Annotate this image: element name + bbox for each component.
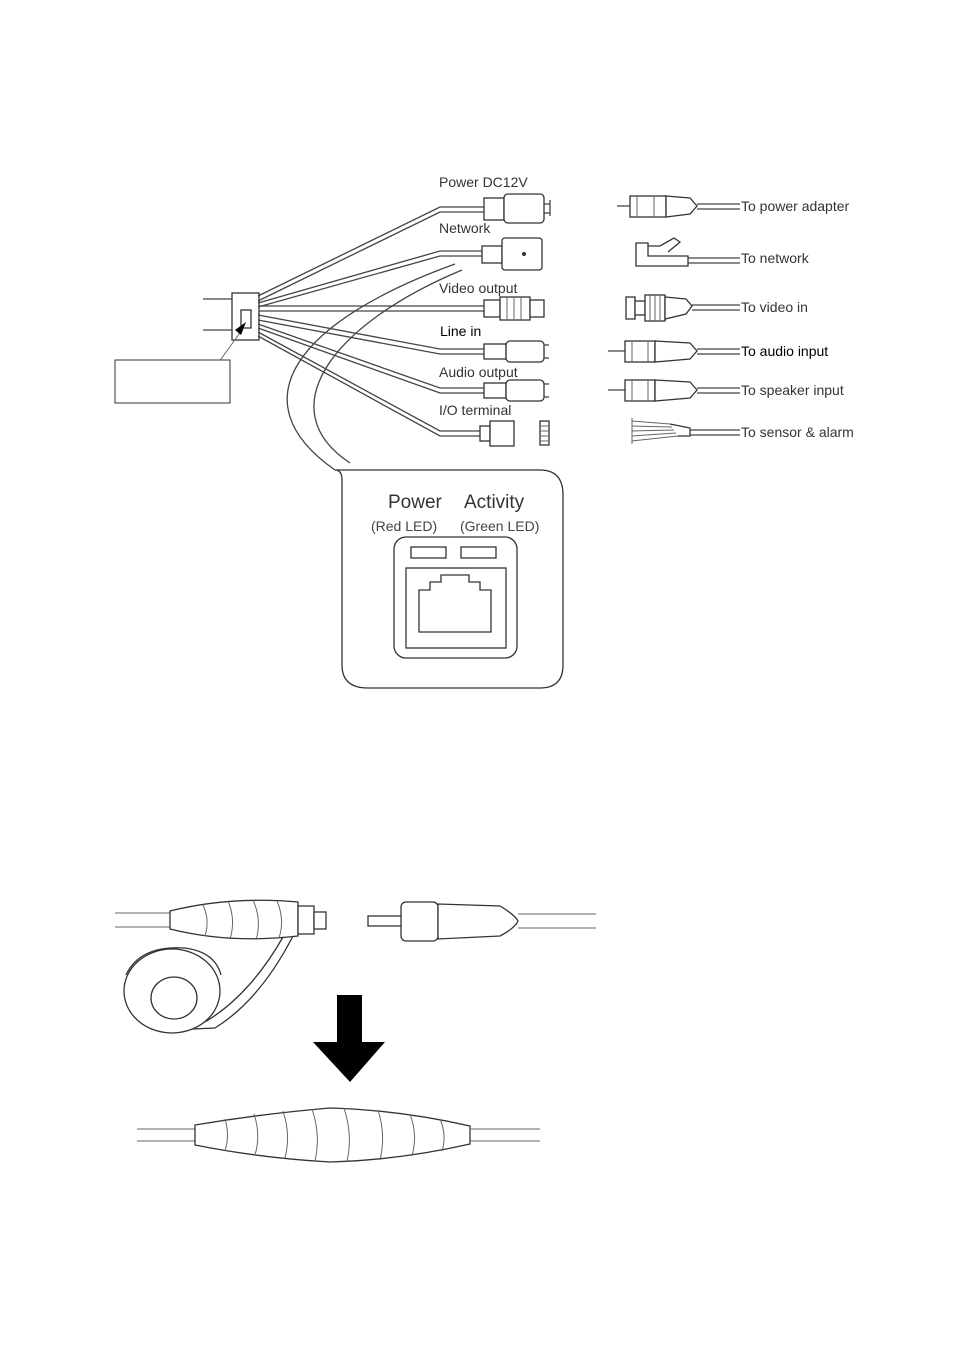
label-to-power-adapter: To power adapter bbox=[741, 198, 850, 214]
cable-harness: Power DC12V Network Video output Line in… bbox=[115, 174, 550, 470]
power-adapter-plug bbox=[617, 196, 740, 217]
io-terminal-connector bbox=[480, 421, 549, 446]
waterproof-wrap-diagram bbox=[115, 900, 596, 1162]
down-arrow-icon bbox=[313, 995, 385, 1082]
tape-roll-core bbox=[151, 977, 197, 1019]
rca-plug-right bbox=[368, 902, 596, 941]
label-network: Network bbox=[439, 220, 491, 236]
label-audio-output: Audio output bbox=[439, 364, 518, 380]
video-in-plug bbox=[626, 295, 740, 321]
label-to-speaker-input: To speaker input bbox=[741, 382, 844, 398]
label-io-terminal: I/O terminal bbox=[439, 402, 511, 418]
connector-tip bbox=[298, 906, 314, 934]
power-led-title: Power bbox=[388, 492, 443, 513]
activity-led-title: Activity bbox=[464, 492, 525, 513]
power-led bbox=[411, 547, 446, 558]
power-led-subtitle: (Red LED) bbox=[371, 518, 437, 534]
speaker-input-plug bbox=[608, 380, 740, 401]
label-to-network: To network bbox=[741, 250, 810, 266]
label-to-sensor-alarm: To sensor & alarm bbox=[741, 424, 854, 440]
power-dc-connector bbox=[484, 194, 550, 223]
network-plug bbox=[636, 238, 740, 266]
label-to-video-in: To video in bbox=[741, 299, 808, 315]
audio-out-connector bbox=[484, 380, 549, 401]
wrapped-cable bbox=[137, 1108, 540, 1162]
network-connector bbox=[482, 238, 542, 270]
rj45-cable-outer bbox=[287, 264, 455, 470]
label-to-audio-input: To audio input bbox=[741, 343, 828, 359]
audio-input-plug bbox=[608, 341, 740, 362]
activity-led-subtitle: (Green LED) bbox=[460, 518, 539, 534]
activity-led bbox=[461, 547, 496, 558]
connector-end bbox=[314, 912, 326, 929]
callout-box bbox=[115, 360, 230, 403]
video-bnc-connector bbox=[484, 297, 544, 320]
rj45-panel: Power Activity (Red LED) (Green LED) bbox=[335, 470, 563, 688]
destination-plugs: To power adapter To network To video in … bbox=[608, 196, 854, 444]
line-in-connector bbox=[484, 341, 549, 362]
label-line-in: Line in bbox=[440, 323, 481, 339]
label-power-dc: Power DC12V bbox=[439, 174, 528, 190]
label-video-output: Video output bbox=[439, 280, 517, 296]
sensor-alarm-wires bbox=[632, 418, 740, 444]
